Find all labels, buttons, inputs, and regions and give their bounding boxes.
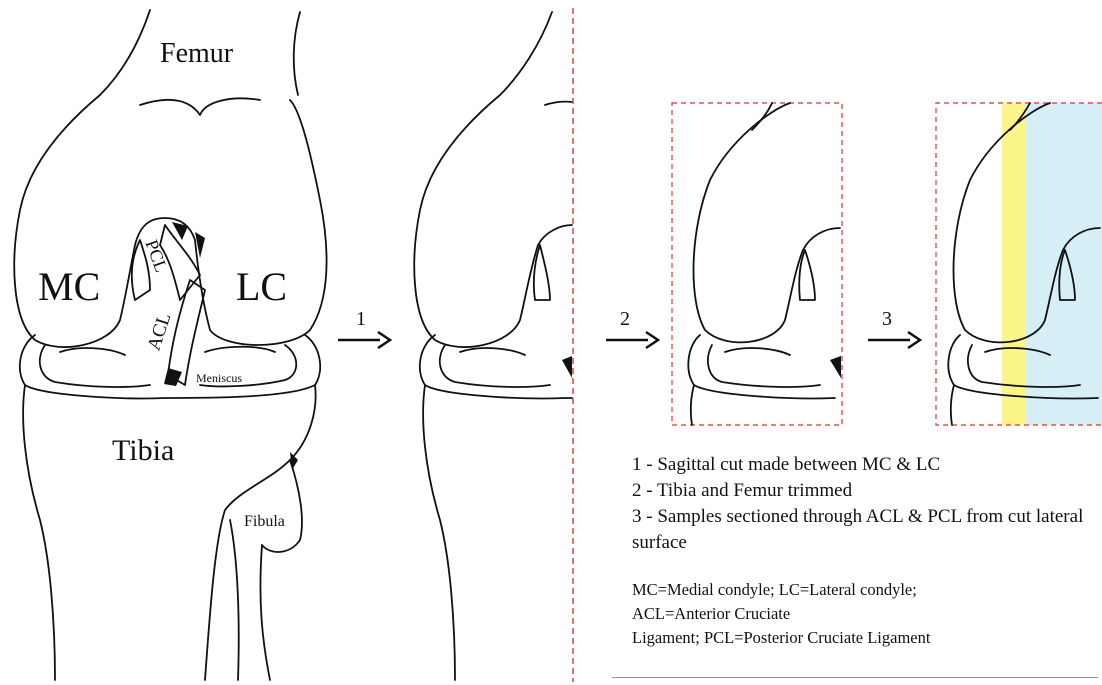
ligament-shading <box>164 222 298 470</box>
arrow-step-3 <box>868 332 920 348</box>
arrow-step-3-label: 3 <box>882 308 892 330</box>
trim-box <box>672 103 842 425</box>
label-fibula: Fibula <box>244 513 285 530</box>
label-lc: LC <box>236 264 287 309</box>
arrow-step-2-label: 2 <box>620 308 630 330</box>
label-mc: MC <box>38 264 100 309</box>
label-pcl: PCL <box>142 237 172 275</box>
legend-abbr-3: Ligament; PCL=Posterior Cruciate Ligamen… <box>632 626 1092 650</box>
legend-abbr-2: ACL=Anterior Cruciate <box>632 602 1092 626</box>
panel2-shading <box>562 356 572 378</box>
arrow-step-1-label: 1 <box>356 308 366 330</box>
knee-trimmed-drawing <box>688 103 840 425</box>
legend-step-3: 3 - Samples sectioned through ACL & PCL … <box>632 504 1092 556</box>
legend-abbr-1: MC=Medial condyle; LC=Lateral condyle; <box>632 578 1092 602</box>
legend-step-2: 2 - Tibia and Femur trimmed <box>632 478 1092 504</box>
knee-full-drawing <box>14 10 326 680</box>
label-femur: Femur <box>160 38 234 69</box>
legend-step-1: 1 - Sagittal cut made between MC & LC <box>632 452 1092 478</box>
section-band-yellow <box>1002 103 1026 425</box>
arrow-step-2 <box>606 332 658 348</box>
knee-cut-drawing <box>414 12 572 680</box>
section-band-blue <box>1026 103 1102 425</box>
label-tibia: Tibia <box>112 434 174 467</box>
label-acl: ACL <box>144 310 176 353</box>
legend: 1 - Sagittal cut made between MC & LC 2 … <box>632 452 1092 650</box>
label-meniscus: Meniscus <box>196 371 242 385</box>
panel3-shading <box>830 356 841 378</box>
bottom-rule <box>612 677 1098 678</box>
arrow-step-1 <box>338 332 390 348</box>
